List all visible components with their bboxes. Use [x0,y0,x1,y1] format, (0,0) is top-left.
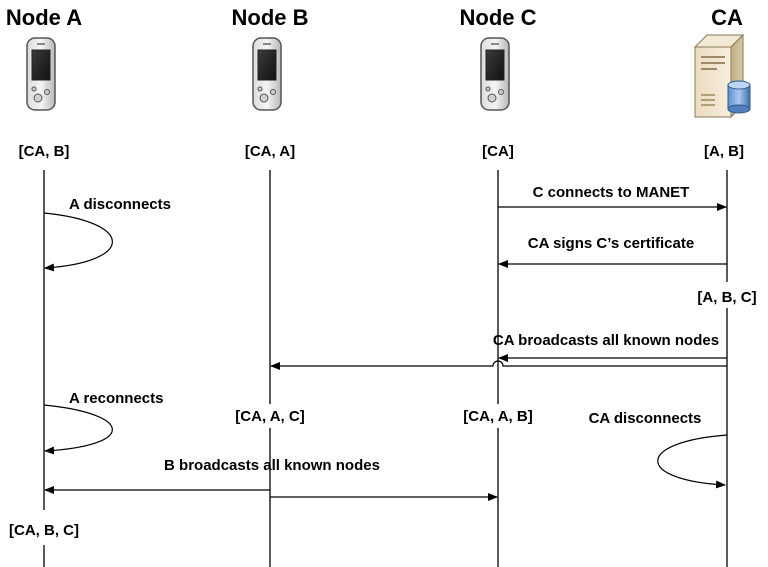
node-b-initial-state: [CA, A] [245,143,295,160]
b-broadcasts-label: B broadcasts all known nodes [164,457,380,474]
node-a-initial-state: [CA, B] [19,143,70,160]
a-disconnects-label: A disconnects [69,196,171,213]
node-b-phone-icon [252,37,282,111]
a-reconnects-label: A reconnects [69,390,163,407]
node-a-phone-icon [26,37,56,111]
c-connects-label: C connects to MANET [533,184,690,201]
node-a-title: Node A [6,5,82,30]
node-a-final-state: [CA, B, C] [9,522,79,539]
node-c-phone-icon [480,37,510,111]
ca-disconnects-label: CA disconnects [589,410,702,427]
a-disconnects-loop [43,212,113,272]
ca-disconnects-loop [657,434,728,489]
node-b-state-after-broadcast: [CA, A, C] [235,408,304,425]
node-b-title: Node B [232,5,309,30]
node-c-state-after-broadcast: [CA, A, B] [463,408,532,425]
ca-broadcast-to-b-arrow [270,360,727,370]
a-reconnects-loop [43,404,113,455]
ca-initial-state: [A, B] [704,143,744,160]
node-c-title: Node C [460,5,537,30]
node-c-initial-state: [CA] [482,143,514,160]
ca-broadcasts-label: CA broadcasts all known nodes [493,332,719,349]
ca-server-icon [693,33,751,119]
ca-signs-label: CA signs C’s certificate [528,235,694,252]
ca-state-after-sign: [A, B, C] [697,289,756,306]
ca-title: CA [711,5,743,30]
